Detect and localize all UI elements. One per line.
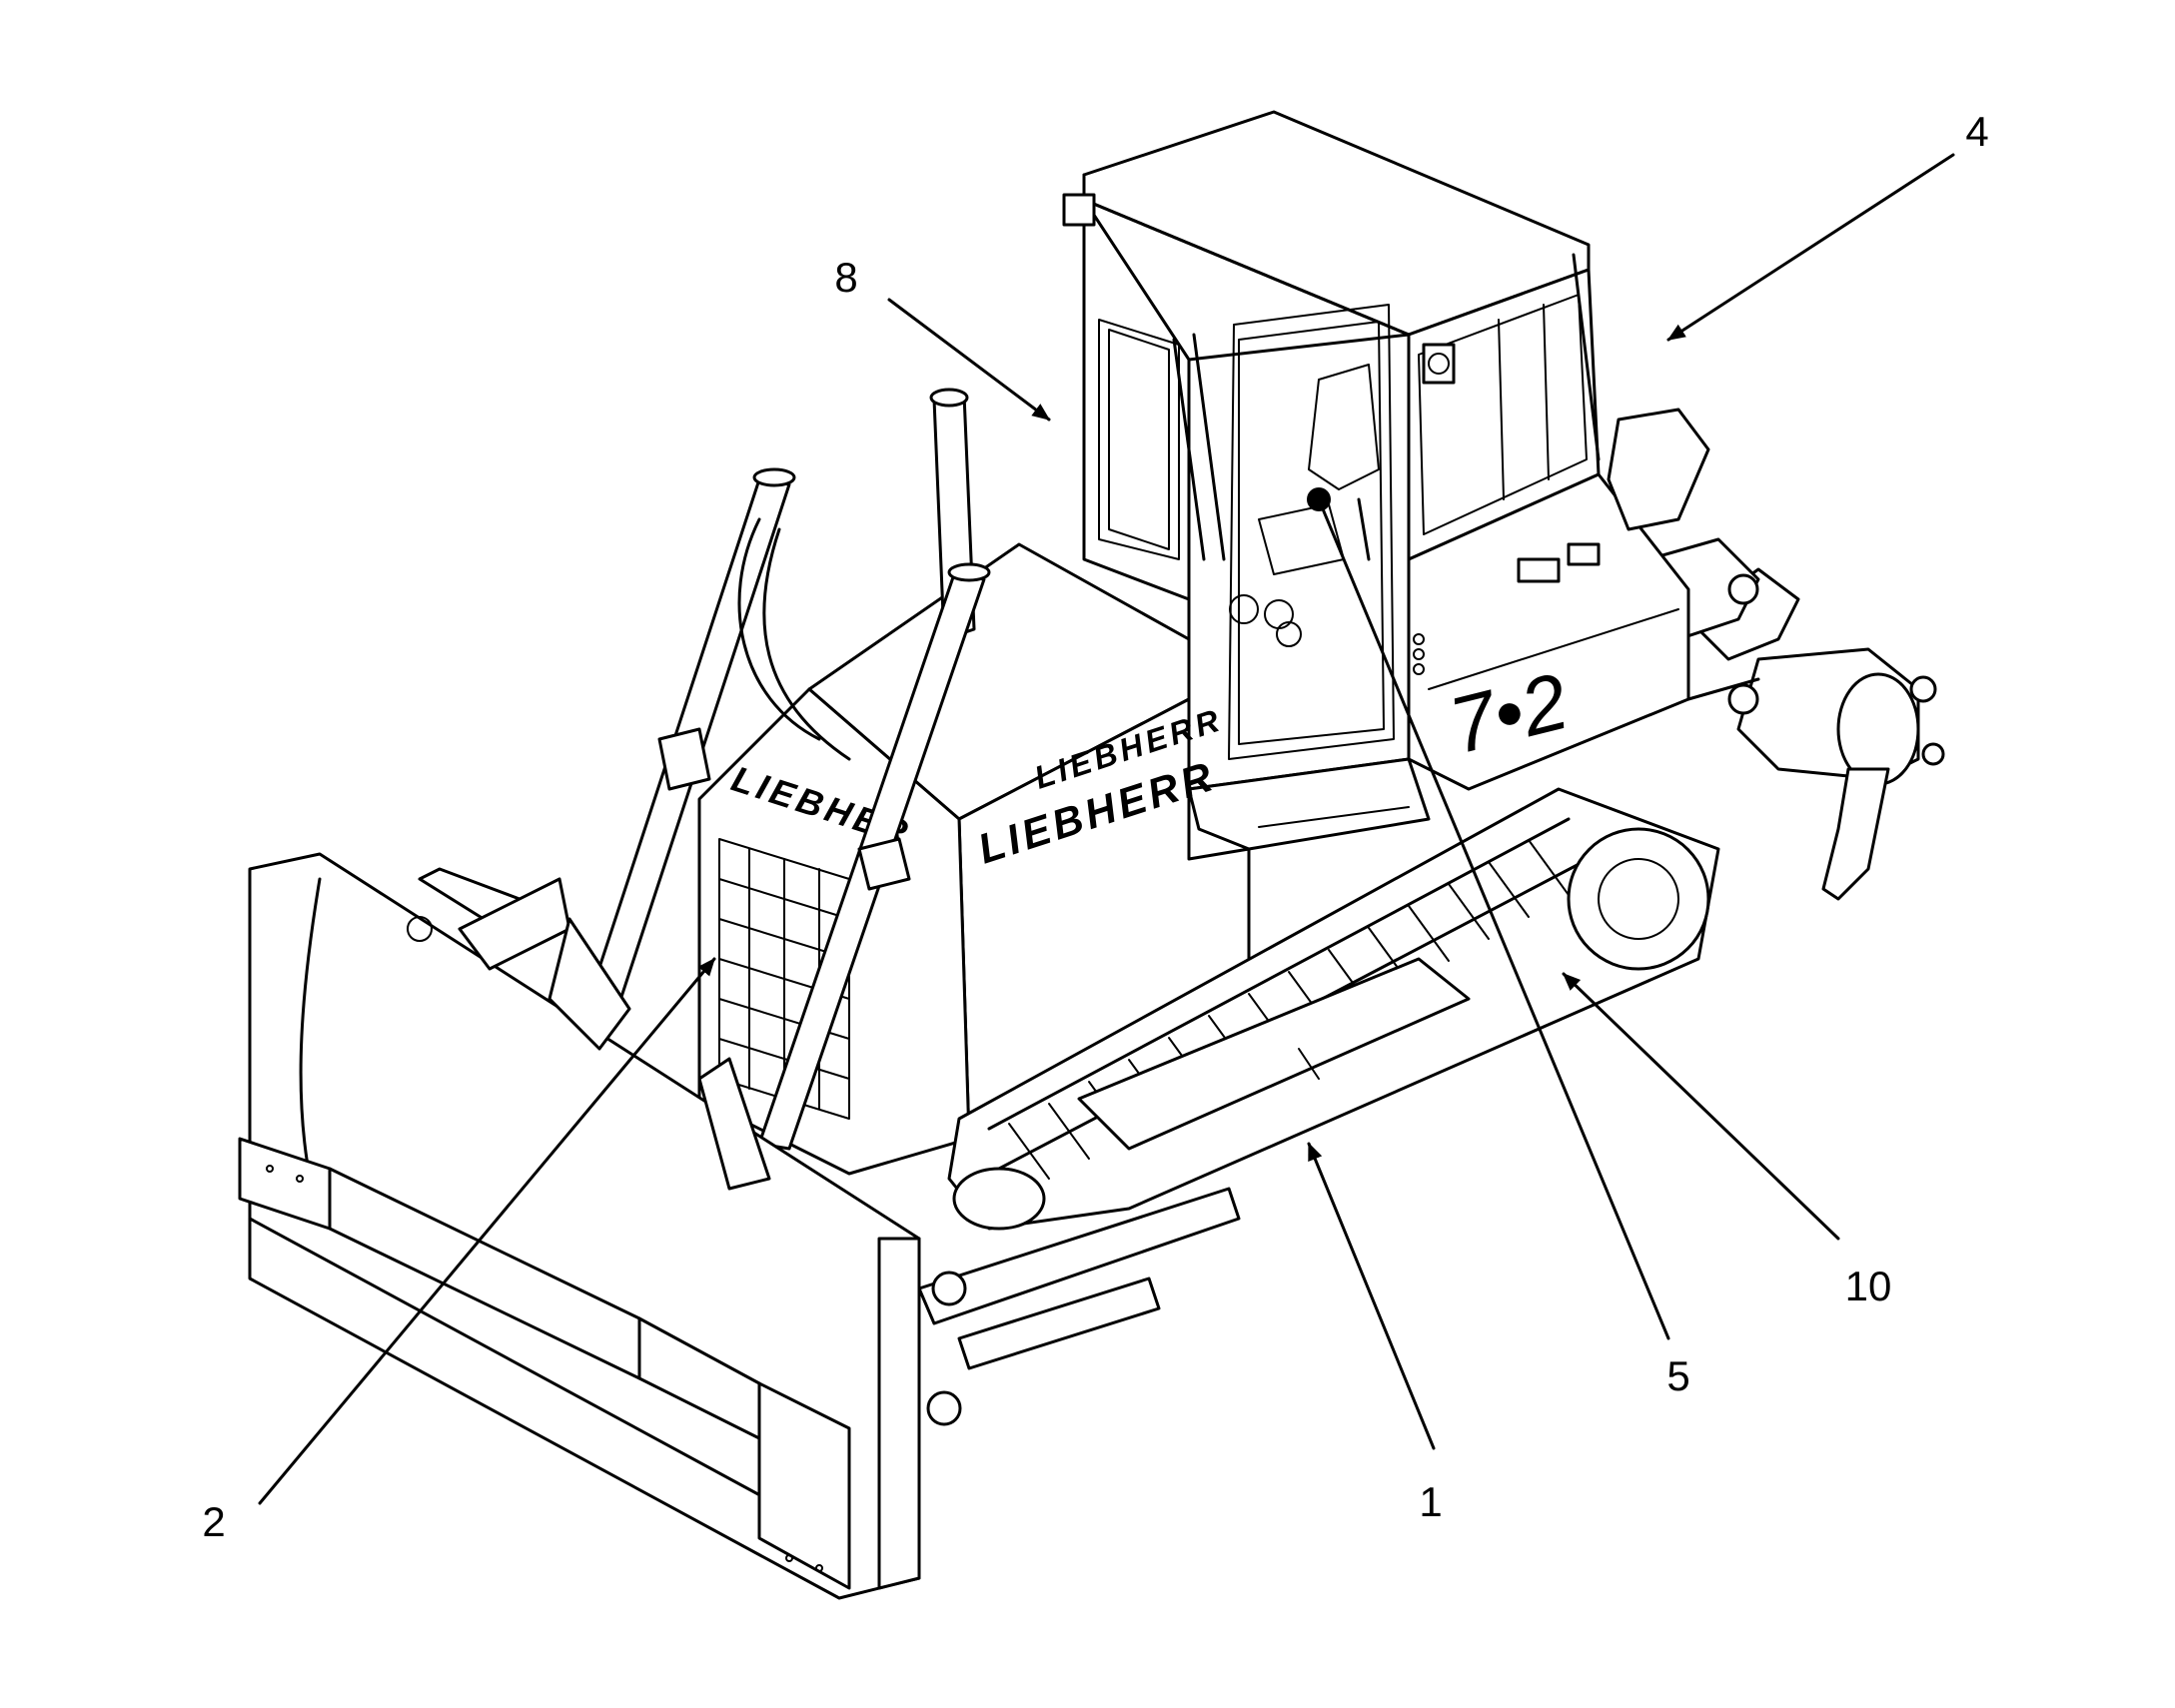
leader-2 (258, 957, 716, 1505)
dozer-blade (238, 852, 921, 1600)
leader-8 (887, 298, 1051, 422)
track-assembly (947, 787, 1720, 1231)
callout-label-4: 4 (1965, 108, 1988, 155)
callout-label-2: 2 (202, 1498, 225, 1545)
callout-label-5: 5 (1666, 1352, 1689, 1399)
callout-leaders (258, 153, 1955, 1505)
leader-10 (1562, 972, 1840, 1241)
lift-cylinders (572, 467, 991, 1151)
callout-label-10: 10 (1845, 1263, 1892, 1309)
leader-4 (1666, 153, 1955, 342)
callout-label-8: 8 (834, 254, 857, 301)
rear-ripper (1646, 537, 1945, 901)
push-arm (917, 1187, 1241, 1426)
leader-1 (1307, 1142, 1436, 1450)
leader-5 (1317, 497, 1670, 1340)
rear-body: 7•2 (1407, 408, 1710, 791)
callout-label-1: 1 (1419, 1478, 1442, 1525)
callout-labels: 1 2 4 5 8 10 (202, 108, 1988, 1545)
